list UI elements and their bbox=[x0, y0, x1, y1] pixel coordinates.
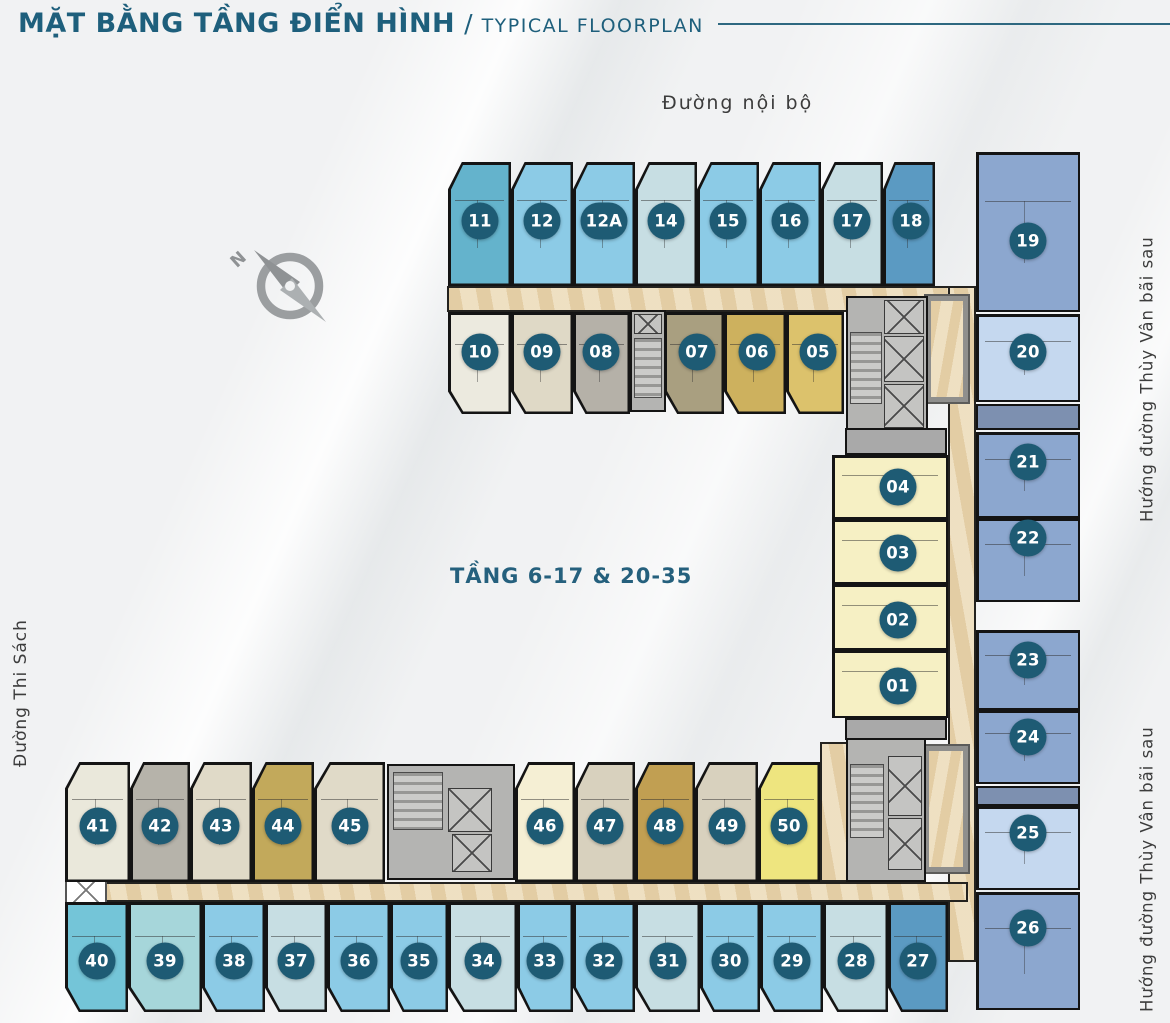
page-header: MẶT BẰNG TẦNG ĐIỂN HÌNH / TYPICAL FLOORPLA… bbox=[18, 8, 1170, 39]
title-english: TYPICAL FLOORPLAN bbox=[481, 15, 704, 37]
unit-badge-48: 48 bbox=[646, 807, 684, 845]
unit-badge-16: 16 bbox=[771, 202, 809, 240]
unit-badge-34: 34 bbox=[464, 942, 502, 980]
unit-badge-17: 17 bbox=[833, 202, 871, 240]
unit-badge-15: 15 bbox=[709, 202, 747, 240]
wall-strip bbox=[845, 718, 947, 740]
unit-badge-08: 08 bbox=[582, 333, 620, 371]
label-floor-range: TẦNG 6-17 & 20-35 bbox=[450, 564, 693, 588]
unit-badge-29: 29 bbox=[773, 942, 811, 980]
unit-badge-46: 46 bbox=[526, 807, 564, 845]
unit-badge-19: 19 bbox=[1009, 222, 1047, 260]
unit-badge-43: 43 bbox=[202, 807, 240, 845]
unit-badge-06: 06 bbox=[738, 333, 776, 371]
unit-badge-47: 47 bbox=[586, 807, 624, 845]
staircase bbox=[634, 338, 662, 398]
unit-badge-10: 10 bbox=[461, 333, 499, 371]
unit-badge-11: 11 bbox=[461, 202, 499, 240]
unit-badge-07: 07 bbox=[678, 333, 716, 371]
label-road-thi-sach: Đường Thi Sách bbox=[11, 619, 31, 767]
unit-badge-44: 44 bbox=[264, 807, 302, 845]
unit-badge-50: 50 bbox=[770, 807, 808, 845]
staircase bbox=[850, 764, 884, 838]
elevator-shaft bbox=[634, 314, 662, 334]
corridor bbox=[65, 882, 968, 902]
unit-badge-20: 20 bbox=[1009, 333, 1047, 371]
unit-badge-35: 35 bbox=[400, 942, 438, 980]
page-title: MẶT BẰNG TẦNG ĐIỂN HÌNH / TYPICAL FLOORPLA… bbox=[18, 8, 704, 39]
title-separator: / bbox=[464, 9, 473, 38]
wall-strip bbox=[976, 404, 1080, 430]
elevator-shaft bbox=[884, 384, 924, 428]
unit-badge-05: 05 bbox=[799, 333, 837, 371]
title-vietnamese: MẶT BẰNG TẦNG ĐIỂN HÌNH bbox=[18, 8, 456, 39]
elevator-shaft bbox=[888, 818, 922, 870]
unit-badge-21: 21 bbox=[1009, 443, 1047, 481]
unit-badge-18: 18 bbox=[892, 202, 930, 240]
courtyard-void bbox=[926, 296, 968, 402]
unit-badge-25: 25 bbox=[1009, 814, 1047, 852]
unit-badge-27: 27 bbox=[899, 942, 937, 980]
unit-badge-32: 32 bbox=[585, 942, 623, 980]
wall-strip bbox=[976, 786, 1080, 806]
label-road-thuy-van-upper: Hướng đường Thùy Vân bãi sau bbox=[1137, 236, 1157, 522]
unit-badge-14: 14 bbox=[647, 202, 685, 240]
unit-badge-40: 40 bbox=[78, 942, 116, 980]
elevator-shaft bbox=[888, 756, 922, 816]
staircase bbox=[393, 772, 443, 830]
unit-badge-03: 03 bbox=[879, 534, 917, 572]
corridor bbox=[820, 742, 848, 882]
unit-badge-33: 33 bbox=[526, 942, 564, 980]
label-road-thuy-van-lower: Hướng đường Thùy Vân bãi sau bbox=[1137, 726, 1157, 1012]
unit-badge-02: 02 bbox=[879, 601, 917, 639]
unit-badge-23: 23 bbox=[1009, 641, 1047, 679]
unit-badge-28: 28 bbox=[837, 942, 875, 980]
unit-badge-12A: 12A bbox=[580, 202, 628, 240]
unit-badge-42: 42 bbox=[141, 807, 179, 845]
unit-badge-37: 37 bbox=[277, 942, 315, 980]
elevator-shaft bbox=[448, 788, 492, 832]
unit-badge-49: 49 bbox=[708, 807, 746, 845]
unit-badge-22: 22 bbox=[1009, 519, 1047, 557]
unit-badge-45: 45 bbox=[331, 807, 369, 845]
staircase bbox=[850, 332, 882, 404]
unit-badge-24: 24 bbox=[1009, 718, 1047, 756]
label-road-internal: Đường nội bộ bbox=[662, 92, 814, 114]
compass-icon: N bbox=[227, 248, 326, 322]
unit-badge-30: 30 bbox=[711, 942, 749, 980]
unit-badge-12: 12 bbox=[523, 202, 561, 240]
unit-badge-04: 04 bbox=[879, 468, 917, 506]
unit-badge-26: 26 bbox=[1009, 909, 1047, 947]
unit-badge-41: 41 bbox=[79, 807, 117, 845]
compass-north-label: N bbox=[227, 248, 251, 272]
unit-badge-31: 31 bbox=[649, 942, 687, 980]
header-rule bbox=[717, 22, 1170, 25]
unit-badge-01: 01 bbox=[879, 667, 917, 705]
elevator-shaft bbox=[884, 336, 924, 382]
wall-strip bbox=[845, 428, 947, 455]
unit-badge-36: 36 bbox=[340, 942, 378, 980]
unit-badge-39: 39 bbox=[146, 942, 184, 980]
elevator-shaft bbox=[884, 300, 924, 334]
elevator-shaft bbox=[452, 834, 492, 872]
courtyard-void bbox=[924, 746, 968, 872]
unit-badge-38: 38 bbox=[215, 942, 253, 980]
unit-badge-09: 09 bbox=[523, 333, 561, 371]
